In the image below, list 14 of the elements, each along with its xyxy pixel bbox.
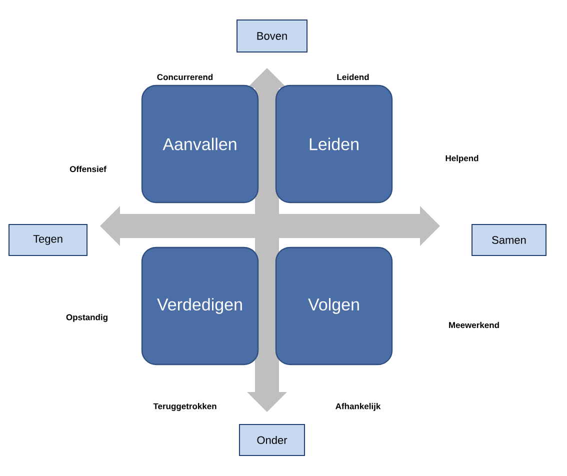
direction-box: Onder xyxy=(239,424,305,456)
axis-label: Helpend xyxy=(446,155,478,163)
quadrant-box: Aanvallen xyxy=(141,84,259,204)
axis-label: Teruggetrokken xyxy=(153,403,216,411)
axis-label: Meewerkend xyxy=(449,322,499,328)
quadrant-box: Volgen xyxy=(275,246,393,366)
direction-box: Samen xyxy=(472,224,546,256)
quadrant-box: Verdedigen xyxy=(141,246,259,366)
quadrant-box: Leiden xyxy=(275,84,393,204)
direction-box: Tegen xyxy=(8,224,88,256)
axis-label: Offensief xyxy=(70,166,106,172)
direction-box: Boven xyxy=(236,20,308,52)
axis-label: Opstandig xyxy=(66,314,108,322)
axis-label: Afhankelijk xyxy=(336,403,381,411)
